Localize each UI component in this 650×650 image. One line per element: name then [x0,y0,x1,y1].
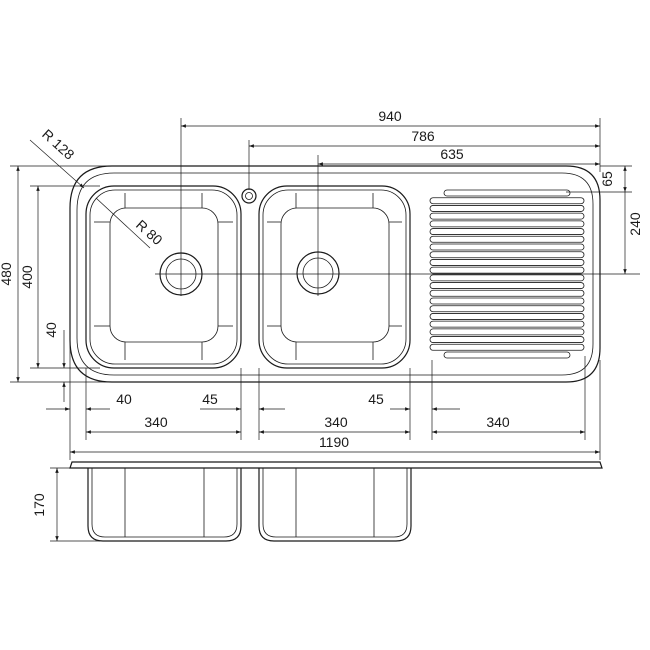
dim-400: 400 [19,265,35,289]
drainer-rib [443,189,571,197]
drainer-rib [429,297,585,305]
dim-170: 170 [31,493,47,517]
dim-45-left: 45 [202,391,218,407]
sink-top-view [69,165,601,383]
drainer-rib [429,289,585,297]
drainer-rib [429,212,585,220]
bowl-right [258,185,411,369]
dim-40-vertical: 40 [43,322,59,338]
dim-240: 240 [627,212,643,236]
dim-340-right: 340 [486,414,510,430]
bottom-dimensions: 40 45 45 340 340 340 1190 [46,340,601,460]
tap-hole-icon [241,188,257,204]
top-dimensions: 940 786 635 [181,108,601,172]
dim-65: 65 [599,171,615,187]
sink-inner-rim [76,172,594,376]
drainer-rib [429,251,585,259]
sink-side-view: 170 [31,461,603,542]
drainer-rib [429,313,585,320]
dim-480: 480 [0,262,14,286]
bowl-left [85,185,242,369]
drainer-rib [429,266,585,274]
drainer-rib [429,274,585,282]
drainer-rib [429,336,585,343]
dim-45-right: 45 [368,391,384,407]
dim-1190: 1190 [319,434,349,450]
drainer-rib [429,205,585,212]
drainer-rib [429,197,585,205]
drainer-rib [429,235,585,243]
drainer-rib [429,282,585,289]
drainer-rib [429,243,585,251]
drainer-rib [429,320,585,328]
drainer-rib [429,220,585,228]
dim-340-left: 340 [144,414,168,430]
drainer-rib [443,351,571,359]
drainer-rib [429,305,585,313]
radius-callouts: R 128 R 80 [29,126,166,248]
left-dimensions: 480 400 40 [0,165,112,402]
drainer-rib [429,228,585,235]
drainer-rib [429,259,585,266]
drainer-board [429,189,585,359]
centre-lines [155,118,640,296]
dim-786: 786 [411,128,435,144]
drainer-rib [429,328,585,336]
dim-340-middle: 340 [324,414,348,430]
dim-r128: R 128 [39,126,78,163]
dim-r80: R 80 [133,216,166,248]
dim-940: 940 [378,108,402,124]
drainer-rib [429,343,585,351]
dim-635: 635 [440,146,464,162]
dim-40-bottom: 40 [116,391,132,407]
right-dimensions: 65 240 [566,165,643,274]
